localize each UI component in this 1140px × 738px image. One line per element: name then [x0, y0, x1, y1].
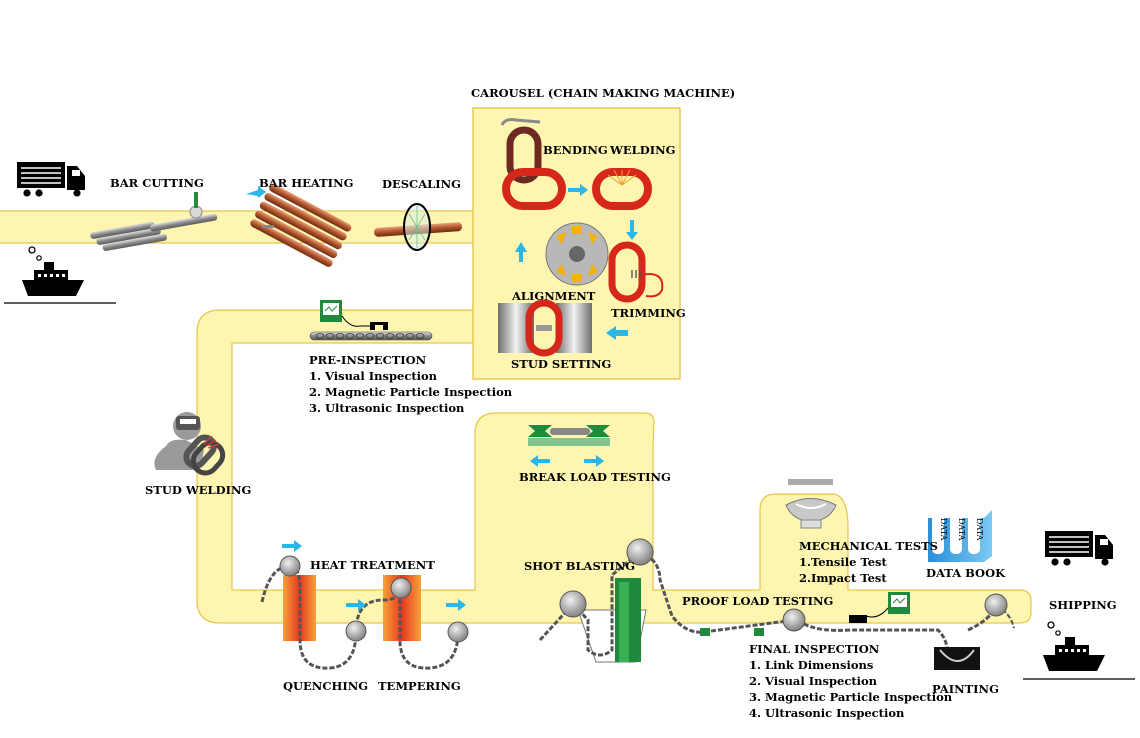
welding-label: WELDING — [609, 143, 675, 157]
heat-treatment-illustration — [260, 555, 469, 670]
descaling-illustration — [374, 203, 462, 251]
data-file-label: DATA — [957, 518, 966, 541]
welding-illustration — [592, 168, 652, 210]
final-inspection-equipment — [849, 592, 910, 623]
arrow-right-icon — [584, 455, 604, 467]
ship-icon — [1023, 621, 1135, 680]
quenching-label: QUENCHING — [283, 679, 368, 693]
arrow-left-icon — [530, 455, 550, 467]
final-inspection-item: 1. Link Dimensions — [749, 658, 873, 672]
final-inspection-item: 4. Ultrasonic Inspection — [749, 706, 905, 720]
heat-treatment-label: HEAT TREATMENT — [310, 558, 435, 572]
trimming-illustration — [608, 241, 664, 303]
bar-heating-illustration — [250, 184, 352, 267]
arrow-left-icon — [606, 326, 628, 340]
pre-inspection-title: PRE-INSPECTION — [309, 353, 427, 367]
descaling-label: DESCALING — [382, 177, 461, 191]
painting-illustration — [934, 593, 1015, 670]
arrow-right-icon — [446, 599, 466, 611]
bar-cutting-label: BAR CUTTING — [110, 176, 204, 190]
carousel-title: CAROUSEL (CHAIN MAKING MACHINE) — [471, 86, 735, 100]
truck-icon — [17, 162, 85, 197]
bar-heating-label: BAR HEATING — [259, 176, 353, 190]
stud-welding-label: STUD WELDING — [145, 483, 251, 497]
stud-setting-label: STUD SETTING — [511, 357, 611, 371]
mechanical-tests-item: 2.Impact Test — [799, 571, 887, 585]
break-load-testing-label: BREAK LOAD TESTING — [519, 470, 671, 484]
trimming-label: TRIMMING — [611, 306, 686, 320]
data-book-label: DATA BOOK — [926, 566, 1006, 580]
mechanical-tests-title: MECHANICAL TESTS — [799, 539, 938, 553]
final-inspection-title: FINAL INSPECTION — [749, 642, 880, 656]
pre-inspection-item: 3. Ultrasonic Inspection — [309, 401, 465, 415]
tempering-label: TEMPERING — [378, 679, 461, 693]
alignment-label: ALIGNMENT — [511, 289, 596, 303]
arrow-right-icon — [568, 184, 588, 196]
mechanical-tests-illustration — [785, 479, 837, 529]
shot-blasting-illustration — [538, 538, 705, 663]
painting-label: PAINTING — [932, 682, 999, 696]
alignment-illustration — [545, 222, 609, 286]
ship-icon — [4, 246, 116, 304]
final-inspection-item: 2. Visual Inspection — [749, 674, 878, 688]
proof-load-testing-label: PROOF LOAD TESTING — [682, 594, 833, 608]
truck-icon — [1045, 531, 1113, 566]
shot-blasting-label: SHOT BLASTING — [524, 559, 635, 573]
stud-welding-worker-illustration — [154, 412, 226, 476]
arrow-right-icon — [246, 186, 266, 198]
bending-label: BENDING — [543, 143, 608, 157]
stud-setting-illustration — [498, 299, 592, 357]
data-file-label: DATA — [939, 518, 948, 541]
mechanical-tests-item: 1.Tensile Test — [799, 555, 887, 569]
bending-illustration — [500, 118, 566, 210]
arrow-right-icon — [282, 540, 302, 552]
proof-load-testing-illustration — [700, 608, 950, 657]
final-inspection-item: 3. Magnetic Particle Inspection — [749, 690, 953, 704]
pre-inspection-equipment — [309, 300, 433, 341]
shipping-label: SHIPPING — [1049, 598, 1117, 612]
arrow-down-icon — [626, 220, 638, 240]
bar-cutting-illustration — [90, 192, 218, 251]
break-load-testing-illustration — [528, 425, 610, 446]
flow-arrows — [246, 184, 638, 611]
data-file-label: DATA — [975, 518, 984, 541]
arrow-up-icon — [515, 242, 527, 262]
pre-inspection-item: 2. Magnetic Particle Inspection — [309, 385, 513, 399]
pre-inspection-item: 1. Visual Inspection — [309, 369, 438, 383]
arrow-right-icon — [346, 599, 366, 611]
data-book-illustration: DATA DATA DATA — [928, 510, 992, 562]
